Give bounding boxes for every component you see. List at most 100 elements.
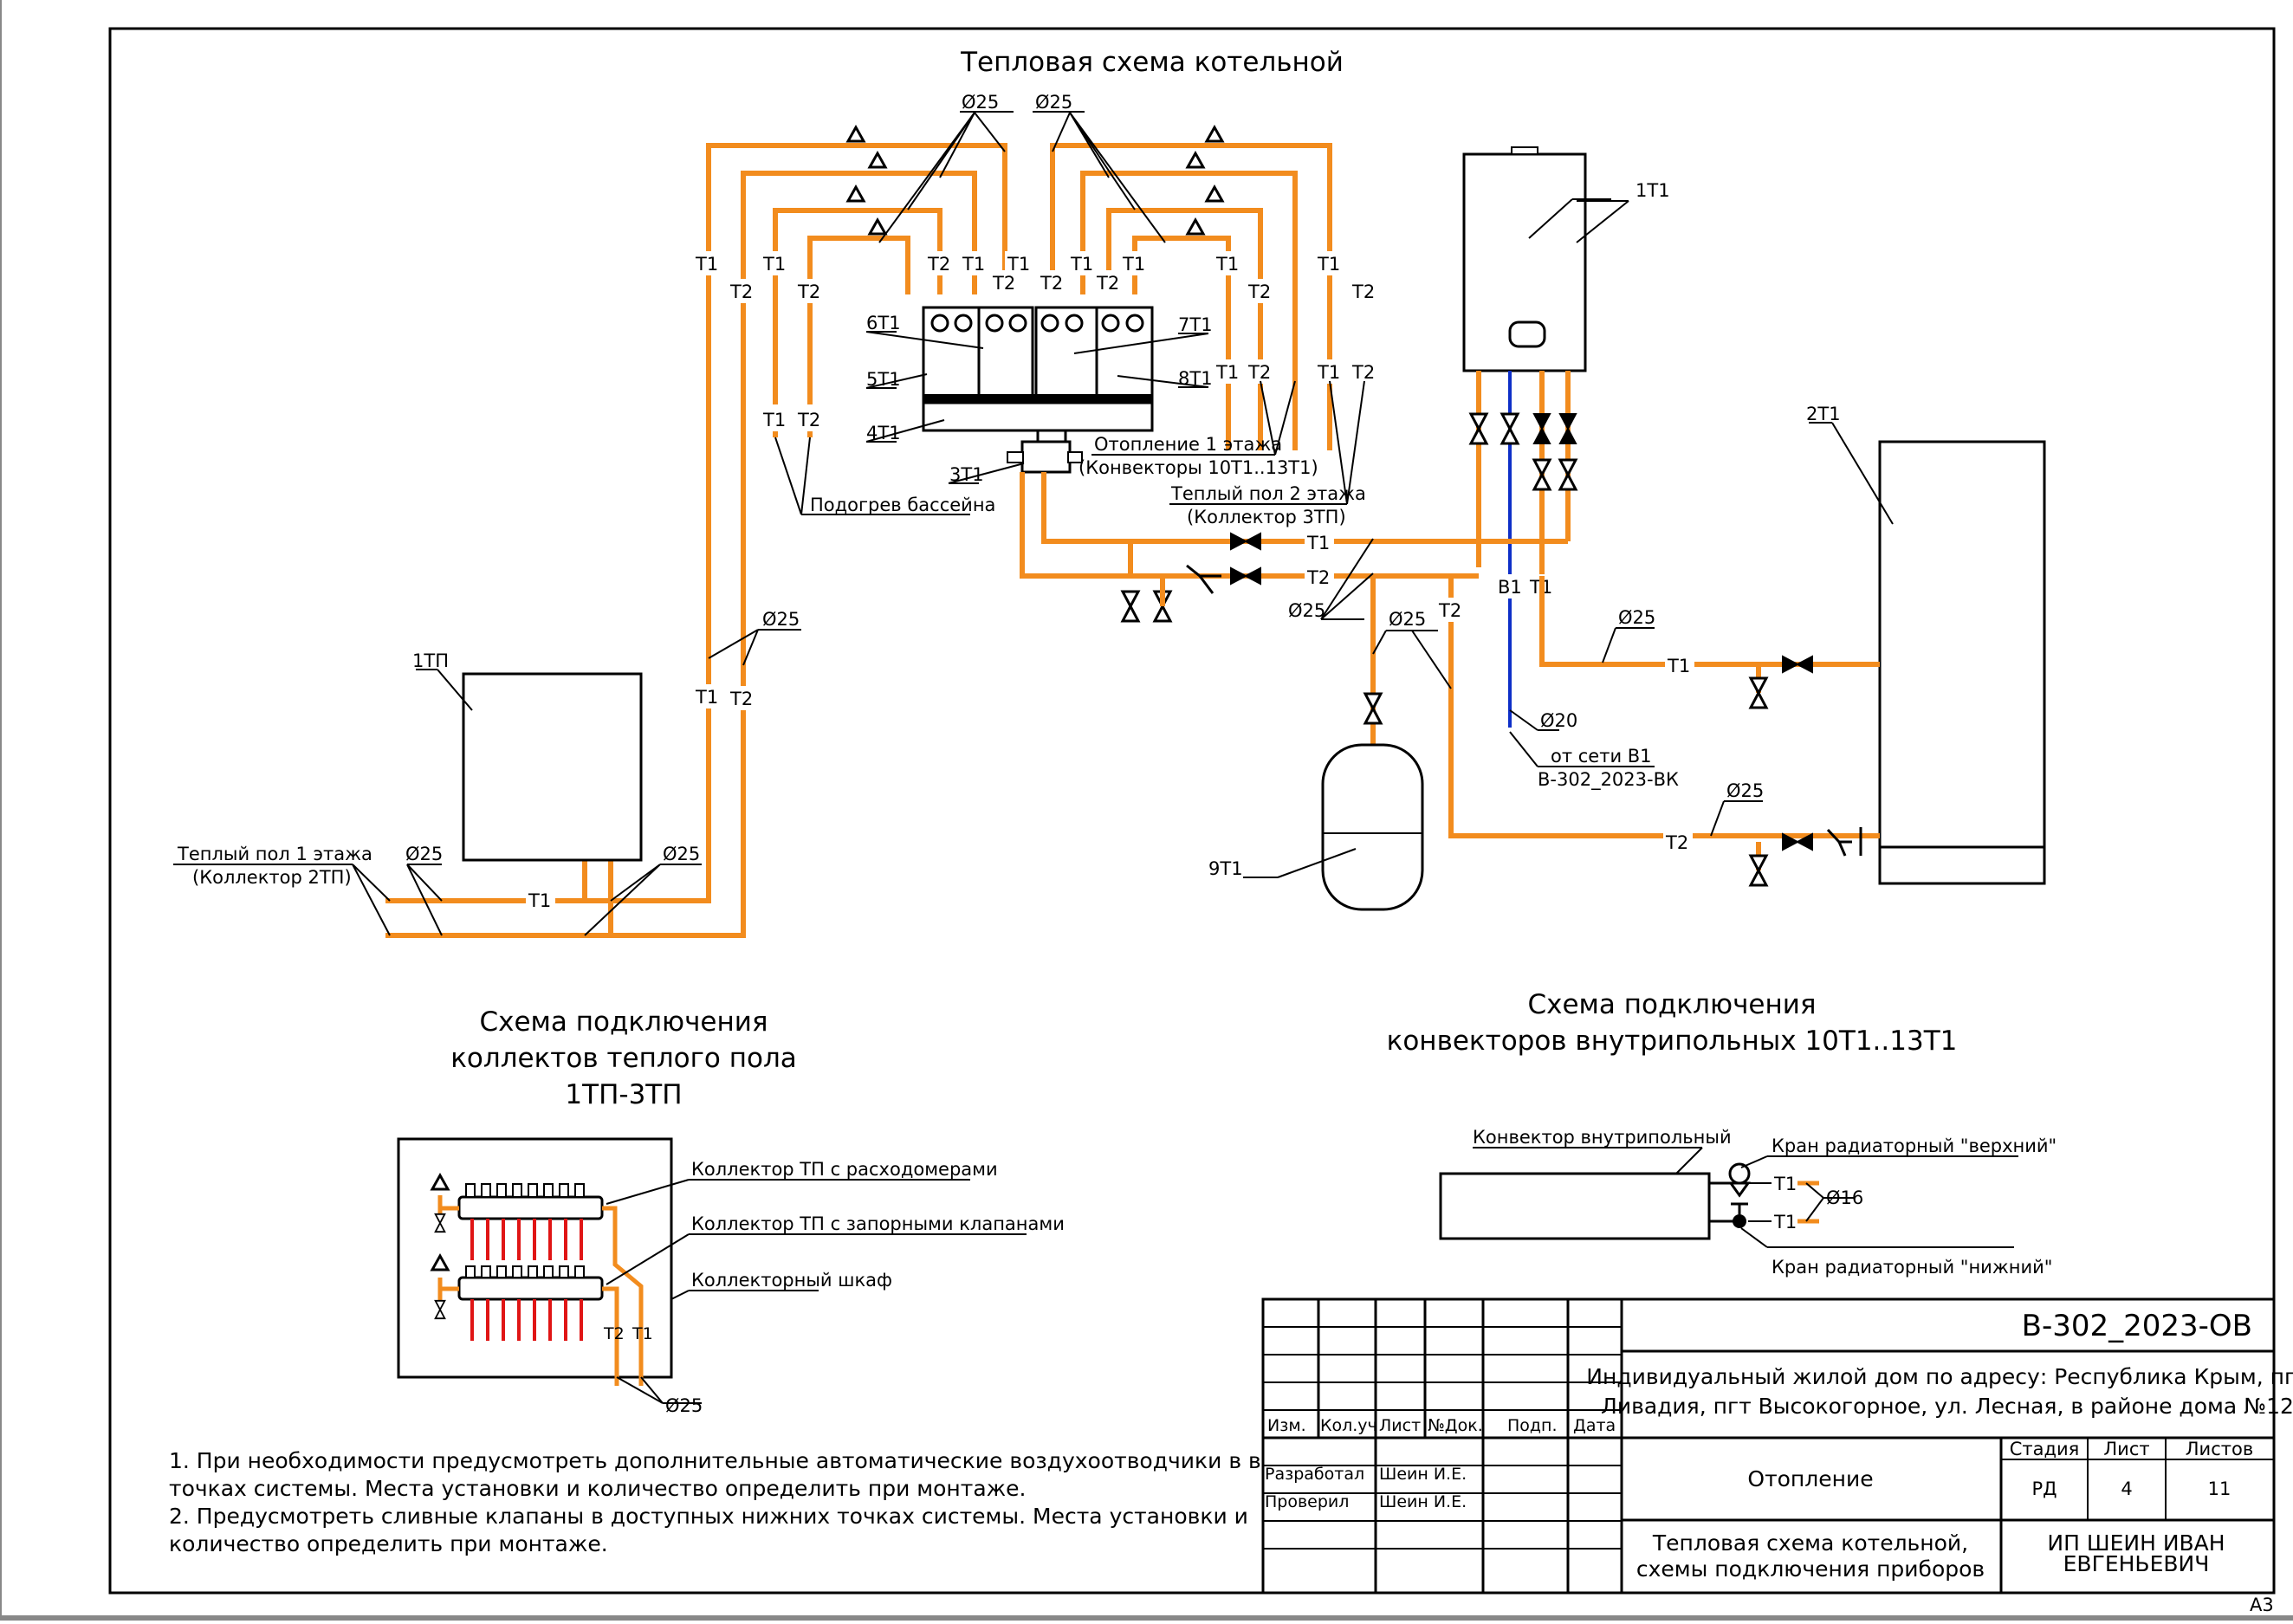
pipe-label-t2: Т2: [1665, 832, 1688, 853]
strainer-symbol: [1186, 564, 1221, 594]
label-9t1: 9Т1: [1208, 858, 1243, 879]
pipe-label-t1: Т1: [962, 254, 985, 275]
label-2t1: 2Т1: [1806, 404, 1841, 424]
pipe-label-t2: Т2: [1247, 281, 1271, 302]
note-2-line2: количество определить при монтаже.: [169, 1531, 608, 1556]
top-diameter-leaders: [878, 111, 1166, 243]
label-4t1: 4Т1: [866, 423, 901, 443]
note-1-line1: 1. При необходимости предусмотреть допол…: [169, 1448, 1342, 1473]
organization-line2: ЕВГЕНЬЕВИЧ: [2063, 1551, 2210, 1576]
branch-callouts: [774, 380, 1365, 515]
pipe-label-t2: Т2: [1438, 600, 1461, 621]
floor-scheme-title-line2: коллектов теплого пола: [450, 1043, 797, 1074]
stage-value: РД: [2031, 1478, 2057, 1499]
pipe-label-t2: Т2: [729, 689, 753, 709]
diameter-label: Ø25: [665, 1395, 703, 1416]
doc-code: В-302_2023-ОВ: [2022, 1309, 2252, 1343]
floor-scheme-title-line3: 1ТП-3ТП: [565, 1079, 682, 1110]
diameter-label: Ø25: [962, 92, 999, 113]
pipe-label-t1: Т1: [1007, 254, 1030, 275]
main-title: Тепловая схема котельной: [960, 47, 1344, 78]
callout-warm-floor1-sub: (Коллектор 2ТП): [192, 867, 352, 888]
object-line1: Индивидуальный жилой дом по адресу: Респ…: [1586, 1364, 2293, 1389]
pipe-label-t2: Т2: [1351, 362, 1375, 383]
stage-header: Стадия: [2010, 1439, 2080, 1459]
section-name: Отопление: [1747, 1466, 1873, 1491]
sheets-value: 11: [2208, 1478, 2231, 1499]
pipe-label-t1: Т1: [632, 1324, 653, 1343]
pipe-label-t1: Т1: [1317, 254, 1340, 275]
note-2-line1: 2. Предусмотреть сливные клапаны в досту…: [169, 1504, 1248, 1529]
diameter-label: Ø25: [1035, 92, 1072, 113]
diameter-label: Ø25: [1618, 607, 1655, 628]
title-block: [1261, 1297, 2276, 1595]
water-source: от сети В1: [1551, 746, 1652, 767]
collector-cabinet-detail: [397, 1137, 1027, 1404]
pipe-label-t1: Т1: [762, 410, 786, 430]
label-8t1: 8Т1: [1178, 368, 1213, 389]
col-data: Дата: [1573, 1416, 1616, 1435]
sheet-value: 4: [2121, 1478, 2132, 1499]
label-7t1: 7Т1: [1178, 314, 1213, 335]
label-1t1: 1Т1: [1636, 180, 1670, 201]
equipment-leaders: [865, 331, 1209, 484]
callout-valve-top: Кран радиаторный "верхний": [1772, 1136, 2057, 1156]
drawing-title-line1: Тепловая схема котельной,: [1652, 1530, 1968, 1556]
note-1-line2: точках системы. Места установки и количе…: [169, 1476, 1027, 1501]
boiler-1t1: [1462, 146, 1611, 372]
pipe-label-t1: Т1: [1773, 1174, 1797, 1194]
callout-warm-floor2: Теплый пол 2 этажа: [1170, 483, 1366, 504]
callout-warm-floor2-sub: (Коллектор 3ТП): [1187, 507, 1346, 527]
pipe-label-t1: Т1: [1773, 1212, 1797, 1233]
pipe-label-t2: Т2: [927, 254, 950, 275]
pipe-label-t2: Т2: [992, 273, 1015, 294]
drawing-title-line2: схемы подключения приборов: [1636, 1556, 1985, 1582]
callout-collector-cabinet: Коллекторный шкаф: [691, 1270, 892, 1291]
pipe-label-t1: Т1: [1215, 362, 1239, 383]
expansion-tank-9t1: [1243, 692, 1424, 911]
boiler-loop-pipes: [1020, 472, 1676, 838]
col-list: Лист: [1379, 1416, 1421, 1435]
pipe-label-t1: Т1: [1215, 254, 1239, 275]
pipe-label-t1: Т1: [1070, 254, 1093, 275]
pipe-label-t1: Т1: [528, 890, 551, 911]
diameter-label: Ø25: [1726, 780, 1764, 801]
callout-valve-bottom: Кран радиаторный "нижний": [1772, 1257, 2052, 1278]
sheet-frame: [108, 27, 2276, 1595]
organization-line1: ИП ШЕИН ИВАН: [2047, 1530, 2225, 1556]
role-checked: Проверил: [1265, 1492, 1349, 1511]
diameter-label: Ø25: [663, 844, 700, 864]
col-podp: Подп.: [1507, 1416, 1558, 1435]
pipe-label-t2: Т2: [1040, 273, 1063, 294]
right-bundle-labels: Т2 Т1 Т2 Т1 Т1 Т2 Т1 Т2 Т1 Т2 Т1 Т2: [1038, 251, 1379, 384]
pipe-label-t1: Т1: [1667, 656, 1690, 676]
diameter-label: Ø25: [1389, 609, 1426, 630]
floor1-callout: [173, 629, 801, 936]
water-source-doc: В-302_2023-ВК: [1538, 769, 1679, 791]
pipe-label-t2: Т2: [603, 1324, 625, 1343]
callout-heating-floor1: Отопление 1 этажа: [1094, 434, 1282, 455]
pipe-label-t1: Т1: [695, 254, 718, 275]
convector-scheme-title-line2: конвекторов внутрипольных 10Т1..13Т1: [1387, 1026, 1958, 1057]
label-1tp: 1ТП: [412, 650, 449, 671]
diameter-label: Ø25: [1288, 600, 1325, 621]
diameter-label-d16: Ø16: [1826, 1187, 1863, 1208]
callout-collector-flow: Коллектор ТП с расходомерами: [691, 1159, 998, 1180]
tank-supply-line: [1539, 576, 1880, 887]
pipe-label-t1: Т1: [1122, 254, 1145, 275]
pipe-label-t1: Т1: [762, 254, 786, 275]
sheet-header: Лист: [2103, 1439, 2149, 1459]
label-6t1: 6Т1: [866, 313, 901, 333]
pipe-label-t2: Т2: [797, 410, 820, 430]
label-5t1: 5Т1: [866, 369, 901, 390]
diameter-label-d20: Ø20: [1540, 710, 1577, 731]
pipe-label-t1: Т1: [1306, 533, 1330, 553]
pipe-label-t2: Т2: [797, 281, 820, 302]
object-line2: Ливадия, пгт Высокогорное, ул. Лесная, в…: [1601, 1394, 2293, 1419]
role-developed: Разработал: [1265, 1465, 1364, 1484]
pipe-label-t1: Т1: [1317, 362, 1340, 383]
floor-collector-1tp: [416, 669, 643, 862]
pipe-label-t1: Т1: [695, 687, 718, 708]
